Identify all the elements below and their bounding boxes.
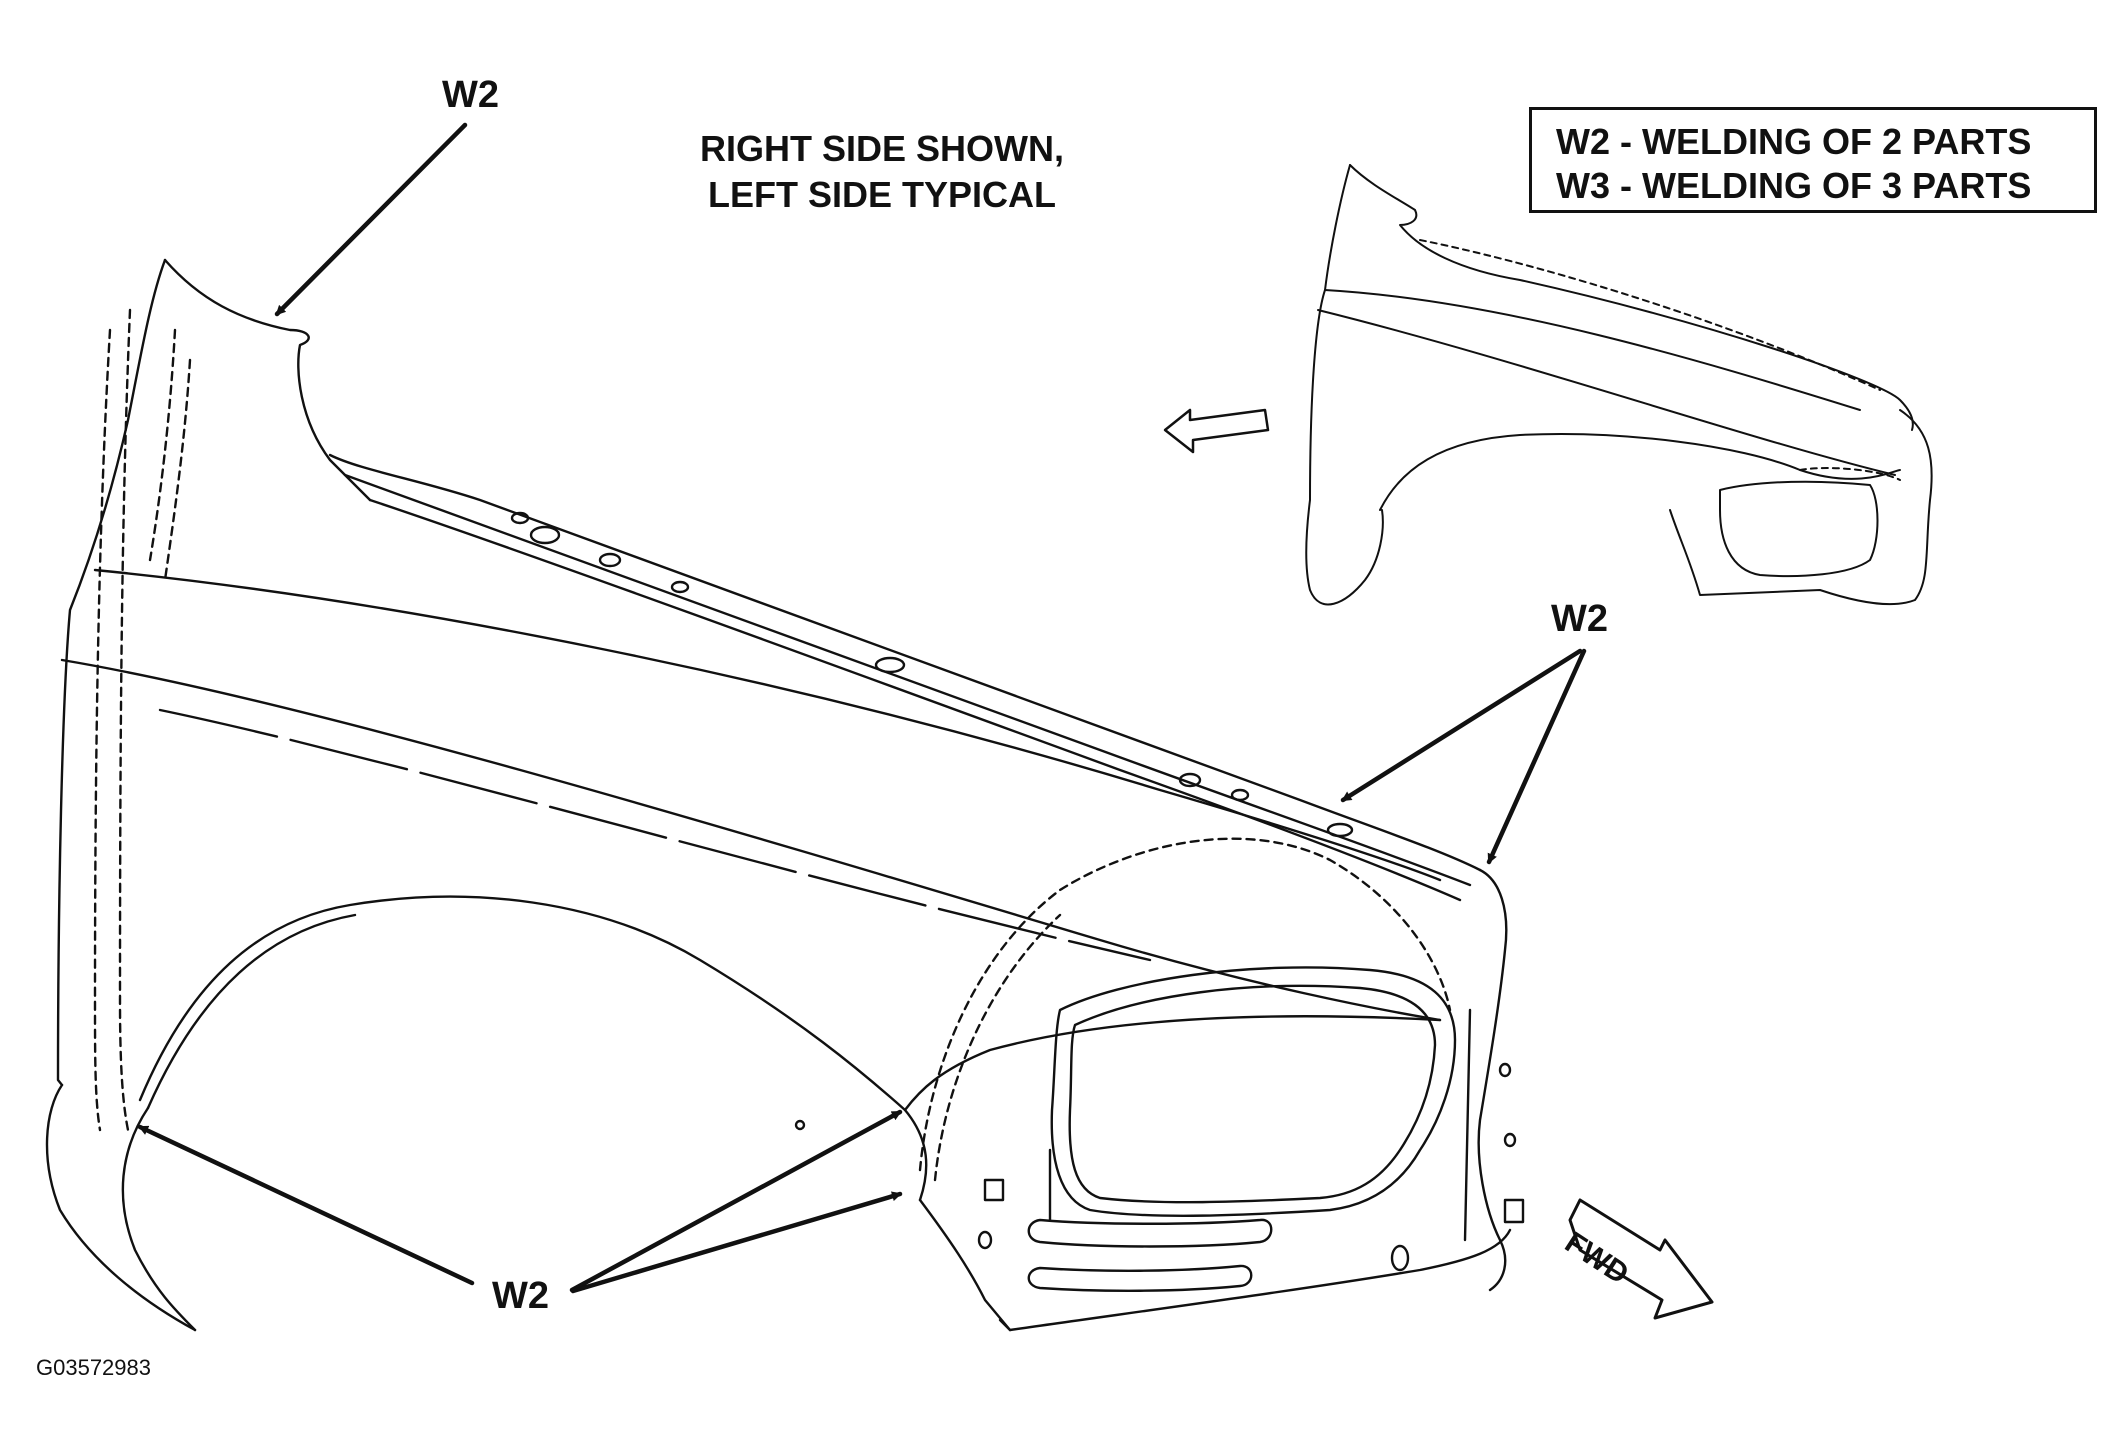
figure-code: G03572983	[36, 1355, 151, 1380]
view-note: RIGHT SIDE SHOWN, LEFT SIDE TYPICAL	[700, 126, 1064, 218]
view-note-line2: LEFT SIDE TYPICAL	[708, 174, 1057, 215]
w2-label-right: W2	[1551, 598, 1608, 640]
callout-arrow-top-left	[274, 122, 468, 317]
legend-line-w2: W2 - WELDING OF 2 PARTS	[1556, 121, 2032, 162]
callout-arrow-right-1	[1340, 648, 1583, 803]
callout-arrow-bottom-1	[137, 1124, 475, 1286]
callout-arrow-bottom-3	[570, 1191, 903, 1294]
callout-arrows	[137, 122, 1587, 1294]
view-arrow-icon	[1163, 408, 1270, 454]
reference-fender	[1305, 164, 1933, 606]
fwd-arrow-icon	[1568, 1198, 1714, 1320]
w2-label-top-left: W2	[442, 74, 499, 116]
view-note-line1: RIGHT SIDE SHOWN,	[700, 128, 1065, 169]
weld-legend: W2 - WELDING OF 2 PARTS W3 - WELDING OF …	[1529, 107, 2097, 213]
legend-line-w3: W3 - WELDING OF 3 PARTS	[1556, 165, 2032, 206]
callout-arrow-right-2	[1486, 648, 1587, 865]
w2-label-bottom: W2	[492, 1275, 549, 1317]
main-fender	[45, 258, 1525, 1332]
callout-arrow-bottom-2	[569, 1109, 903, 1293]
